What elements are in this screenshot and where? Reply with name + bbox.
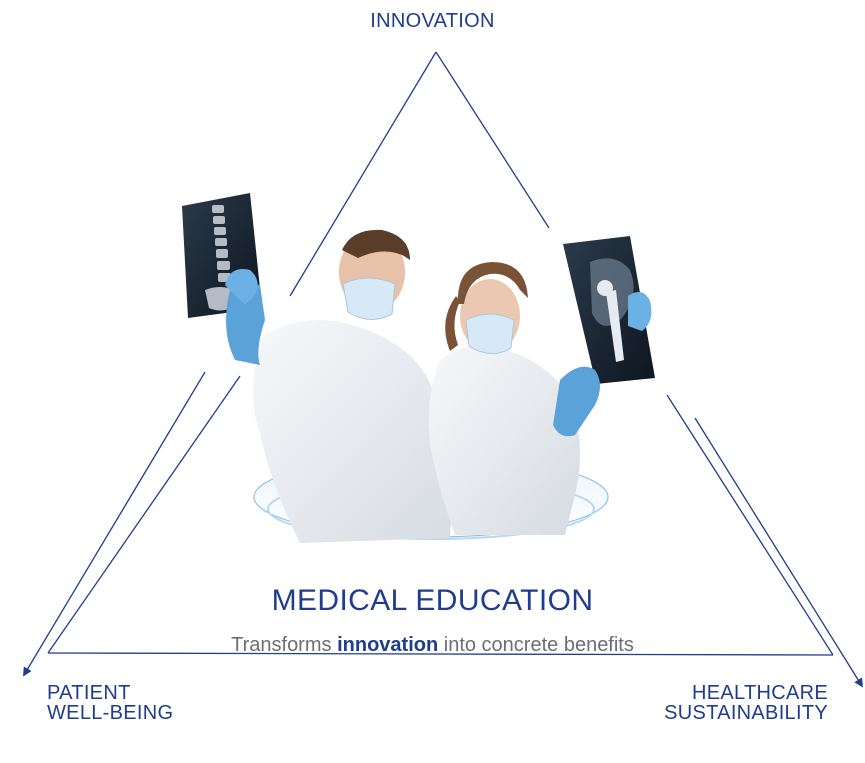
doctor-woman [428, 262, 652, 535]
label-patient-wellbeing-line2: WELL-BEING [47, 702, 174, 724]
arrow-to-patient-wellbeing [23, 371, 206, 677]
center-subtitle-before: Transforms [231, 634, 332, 656]
triangle-edge-right-upper [435, 51, 550, 229]
triangle-outline [47, 51, 834, 656]
center-title: MEDICAL EDUCATION [271, 584, 594, 617]
arrows [23, 371, 863, 688]
label-patient-wellbeing: PATIENT WELL-BEING [47, 683, 173, 723]
label-healthcare-sustainability: HEALTHCARE SUSTAINABILITY [664, 683, 828, 723]
xray-hip-film [563, 236, 655, 384]
triangle-edge-left-lower [47, 375, 241, 654]
triangle-edge-right-lower [666, 394, 834, 656]
doctor-man [225, 229, 461, 543]
label-innovation: INNOVATION [370, 10, 495, 32]
label-patient-wellbeing-line1: PATIENT [47, 682, 131, 704]
triangle-base [47, 652, 834, 656]
label-healthcare-sustainability-line1: HEALTHCARE [692, 682, 828, 704]
center-subtitle: Transforms innovation into concrete bene… [0, 634, 865, 657]
arrow-to-healthcare-sustainability [694, 417, 863, 688]
doctors-with-xrays-photo [182, 193, 655, 543]
triangle-edge-left-upper [289, 51, 437, 297]
label-healthcare-sustainability-line2: SUSTAINABILITY [664, 702, 828, 724]
center-subtitle-after: into concrete benefits [443, 634, 634, 656]
center-subtitle-highlight: innovation [337, 634, 439, 656]
